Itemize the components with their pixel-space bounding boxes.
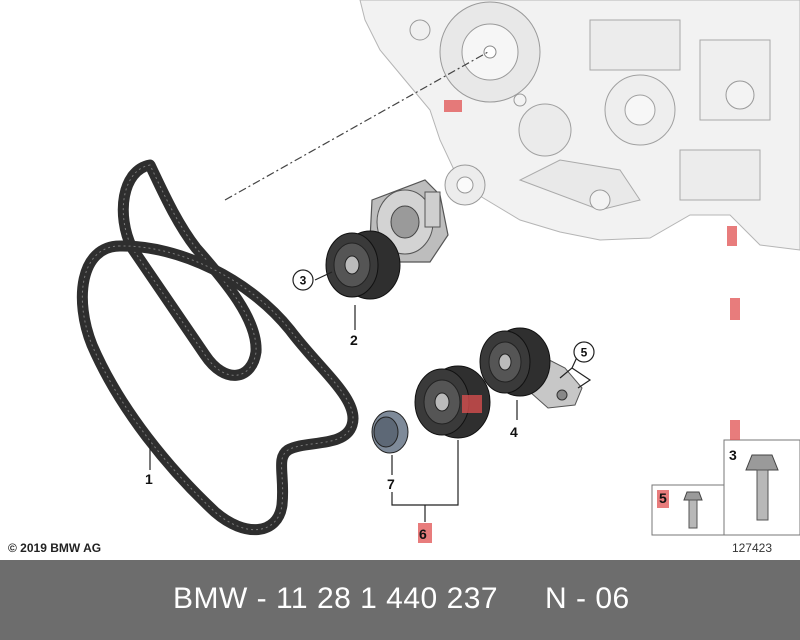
engine-block-illustration <box>359 0 800 251</box>
tensioner-pulley <box>325 230 401 300</box>
highlight-markers <box>418 100 740 543</box>
bolt-large <box>745 454 779 521</box>
part-code: N - 06 <box>545 582 630 615</box>
part-number: BMW - 11 28 1 440 237 <box>173 582 499 615</box>
callout-1-belt: 1 <box>145 471 153 487</box>
callout-6-pulley-set: 6 <box>419 526 427 542</box>
circled-callout-3-label: 3 <box>300 274 307 288</box>
leader-lines <box>149 271 592 522</box>
callout-5-bolt: 5 <box>659 490 667 506</box>
callout-2-tensioner: 2 <box>350 332 358 348</box>
cover-cap <box>371 410 409 454</box>
serpentine-belt <box>76 159 359 536</box>
circled-callout-5: 5 <box>573 341 595 363</box>
hardware-box <box>651 439 800 536</box>
parts-diagram: 1 2 3 4 5 6 7 3 5 <box>76 0 800 543</box>
bolt-small <box>683 491 703 529</box>
alignment-centerline <box>224 51 489 201</box>
callout-4-deflection-pulley: 4 <box>510 424 518 440</box>
circled-callout-5-label: 5 <box>581 346 588 360</box>
callout-7-cover-cap: 7 <box>387 476 395 492</box>
circled-callout-3: 3 <box>292 269 314 291</box>
idler-pulley <box>414 365 491 439</box>
drawing-number: 127423 <box>731 541 772 555</box>
tensioner-housing <box>369 179 449 263</box>
copyright-notice: © 2019 BMW AG <box>8 541 102 555</box>
deflection-pulley <box>479 327 583 409</box>
part-footer-bar: BMW - 11 28 1 440 237 N - 06 <box>0 560 800 640</box>
callout-3-bolt: 3 <box>729 447 737 463</box>
